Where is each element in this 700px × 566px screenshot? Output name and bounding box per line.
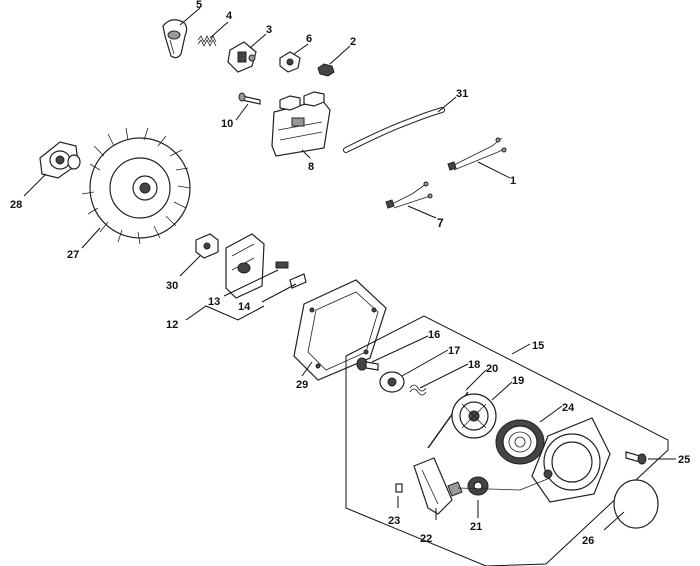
part-clip	[195, 233, 219, 259]
callout-15: 15	[532, 340, 544, 352]
part-gasket	[293, 279, 387, 381]
callout-27: 27	[67, 249, 79, 261]
callout-2: 2	[350, 36, 356, 48]
callout-13: 13	[208, 296, 220, 308]
part-wire-1	[447, 137, 507, 171]
leader-3	[249, 33, 267, 49]
part-recoil-spring-24	[495, 419, 545, 465]
leader-4	[209, 21, 229, 39]
leader-28	[23, 173, 47, 197]
callout-6: 6	[306, 33, 312, 45]
callout-7: 7	[437, 216, 444, 230]
starter-assembly-outline	[345, 315, 669, 566]
leader-24	[539, 405, 563, 423]
callout-28: 28	[10, 199, 22, 211]
leader-31	[437, 96, 457, 113]
part-screw-25	[625, 451, 647, 465]
part-spring	[197, 35, 217, 47]
part-screw-10	[238, 92, 261, 105]
callout-16: 16	[428, 329, 440, 341]
callout-25: 25	[678, 454, 690, 466]
callout-12: 12	[166, 319, 178, 331]
part-handle-22	[413, 457, 463, 515]
leader-20	[465, 369, 487, 391]
leader-19	[491, 381, 513, 401]
part-flywheel	[81, 127, 191, 245]
callout-21: 21	[470, 521, 482, 533]
callout-3: 3	[266, 24, 272, 36]
callout-19: 19	[512, 375, 524, 387]
callout-20: 20	[486, 363, 498, 375]
part-bolt-16	[356, 357, 379, 371]
leader-8	[301, 149, 311, 159]
leader-13	[223, 269, 279, 297]
part-nut	[317, 63, 335, 77]
part-small-23	[395, 483, 403, 493]
leader-5	[179, 7, 201, 26]
leader-15	[511, 343, 531, 355]
part-washer-21	[467, 476, 489, 496]
leader-7	[407, 205, 437, 219]
part-starter-housing	[531, 417, 611, 503]
part-connector	[275, 261, 307, 289]
part-spark-plug-boot	[162, 19, 188, 59]
part-spring-18	[409, 384, 427, 396]
part-ignition-coil	[271, 91, 331, 157]
leader-30	[179, 255, 201, 277]
callout-8: 8	[308, 161, 314, 173]
part-pulley-17	[379, 371, 405, 393]
leader-12	[185, 305, 265, 321]
leader-27	[81, 227, 101, 249]
part-small-block	[279, 51, 301, 73]
callout-4: 4	[226, 10, 233, 22]
leader-2	[329, 45, 351, 65]
callout-29: 29	[296, 379, 308, 391]
starter-rope	[457, 477, 551, 491]
leader-18	[419, 363, 469, 389]
callout-1: 1	[510, 175, 516, 187]
part-ht-lead	[343, 107, 445, 153]
callout-5: 5	[196, 0, 202, 11]
leader-10	[235, 103, 249, 121]
callout-17: 17	[448, 345, 460, 357]
leader-26	[603, 511, 625, 531]
part-cover-disc	[613, 479, 659, 529]
callout-14: 14	[238, 301, 251, 313]
part-terminal	[227, 41, 257, 73]
leader-29	[301, 361, 313, 377]
callout-26: 26	[582, 535, 594, 547]
leader-16	[371, 335, 429, 363]
part-wire-7	[385, 181, 433, 209]
callout-30: 30	[166, 280, 178, 292]
part-pulley-wheel-19	[451, 393, 497, 439]
leader-1	[477, 161, 511, 179]
callout-18: 18	[468, 359, 480, 371]
leader-17	[401, 349, 449, 377]
part-module	[225, 233, 265, 299]
leader-6	[293, 43, 309, 55]
leader-14	[261, 283, 297, 303]
callout-22: 22	[420, 533, 432, 545]
callout-31: 31	[456, 88, 468, 100]
part-flywheel-nut	[39, 141, 81, 179]
callout-23: 23	[388, 515, 400, 527]
callout-10: 10	[221, 118, 233, 130]
callout-24: 24	[562, 402, 575, 414]
